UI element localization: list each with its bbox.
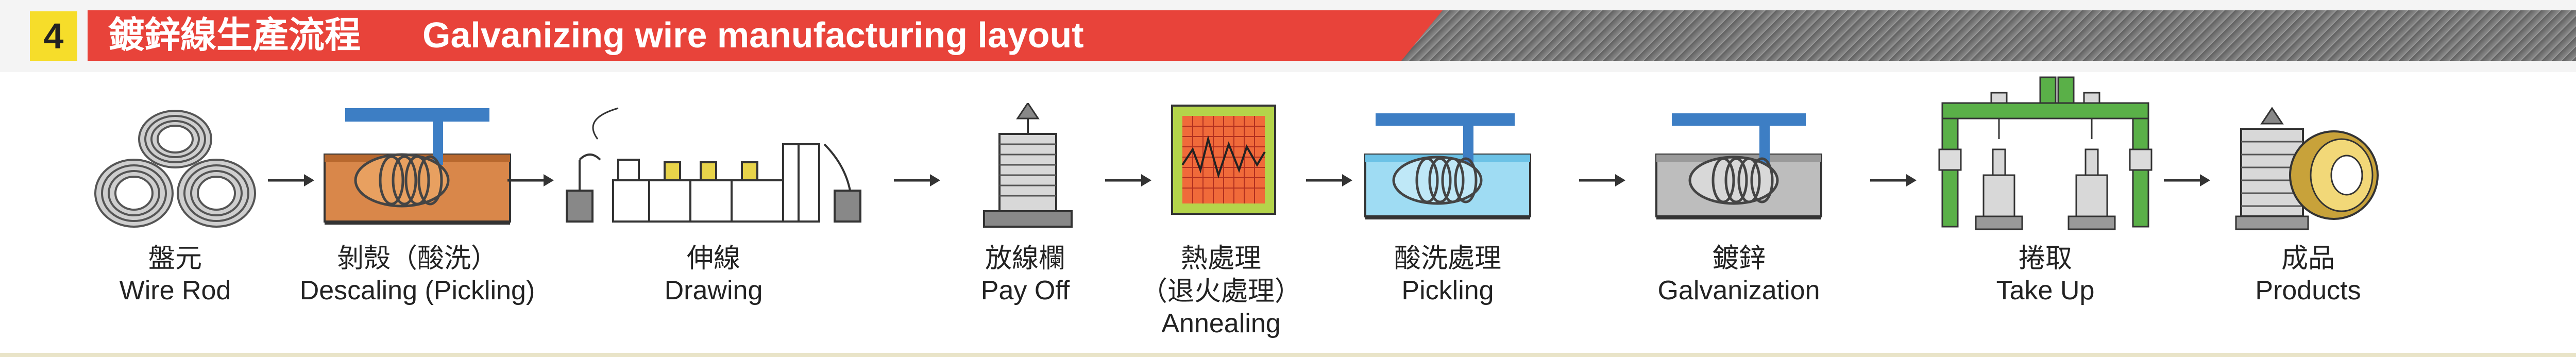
arrow-right-icon [507,174,554,186]
step-products: 成品 Products [2221,72,2396,357]
process-flow: 盤元 Wire Rod 剝殼（酸洗） Descaling (Pickling) [0,72,2576,357]
bottom-divider [0,353,2576,357]
drawing-machine-icon [566,107,861,223]
step-pickling: 酸洗處理 Pickling [1355,72,1540,357]
descaling-tank-icon [324,108,511,225]
pay-off-stand-icon [983,103,1073,228]
label-en: Wire Rod [119,276,231,305]
step-label: 熱處理 （退火處理） Annealing [1133,242,1309,339]
label-en: Products [2255,276,2361,305]
header-banner: 4 鍍鋅線生產流程 Galvanizing wire manufacturing… [0,0,2576,72]
annealing-furnace-icon [1171,105,1276,215]
label-zh: 熱處理 [1180,243,1261,274]
header-background [0,0,2576,72]
label-en: Take Up [1996,276,2095,305]
title-chinese: 鍍鋅線生產流程 [108,14,361,56]
label-zh-sub: （退火處理） [1140,276,1301,307]
label-zh: 剝殼（酸洗） [336,243,498,274]
wire-rod-coils-icon [94,110,256,228]
step-label: 捲取 Take Up [1932,242,2159,306]
arrow-right-icon [1105,174,1151,186]
step-number-badge: 4 [30,11,77,61]
step-wire-rod: 盤元 Wire Rod [77,72,273,357]
label-en: Descaling (Pickling) [299,276,535,305]
step-label: 剝殼（酸洗） Descaling (Pickling) [289,242,546,306]
arrow-right-icon [268,174,314,186]
label-en: Annealing [1161,309,1281,338]
step-label: 伸線 Drawing [556,242,871,306]
label-zh: 放線欄 [985,243,1065,274]
step-label: 盤元 Wire Rod [77,242,273,306]
step-label: 酸洗處理 Pickling [1355,242,1540,306]
step-label: 放線欄 Pay Off [953,242,1097,306]
label-zh: 伸線 [686,243,740,274]
finished-coils-icon [2235,107,2379,230]
step-galvanization: 鍍鋅 Galvanization [1638,72,1839,357]
label-zh: 捲取 [2018,243,2072,274]
arrow-right-icon [1306,174,1352,186]
take-up-frame-icon [1938,76,2153,230]
title-english: Galvanizing wire manufacturing layout [422,15,1084,55]
label-en: Pay Off [980,276,1070,305]
step-drawing: 伸線 Drawing [556,72,871,357]
step-descaling: 剝殼（酸洗） Descaling (Pickling) [289,72,546,357]
arrow-right-icon [1870,174,1917,186]
arrow-right-icon [894,174,940,186]
step-label: 鍍鋅 Galvanization [1638,242,1839,306]
step-take-up: 捲取 Take Up [1932,72,2159,357]
galvanizing-bath-icon [1655,113,1822,219]
label-zh: 鍍鋅 [1711,243,1766,274]
label-zh: 盤元 [148,243,202,274]
step-pay-off: 放線欄 Pay Off [953,72,1097,357]
label-zh: 酸洗處理 [1394,243,1501,274]
step-label: 成品 Products [2221,242,2396,306]
arrow-right-icon [2164,174,2210,186]
arrow-right-icon [1579,174,1625,186]
pickling-tank-icon [1364,113,1531,219]
step-annealing: 熱處理 （退火處理） Annealing [1133,72,1309,357]
label-en: Pickling [1401,276,1494,305]
label-en: Drawing [664,276,763,305]
label-zh: 成品 [2281,243,2335,274]
label-en: Galvanization [1657,276,1820,305]
